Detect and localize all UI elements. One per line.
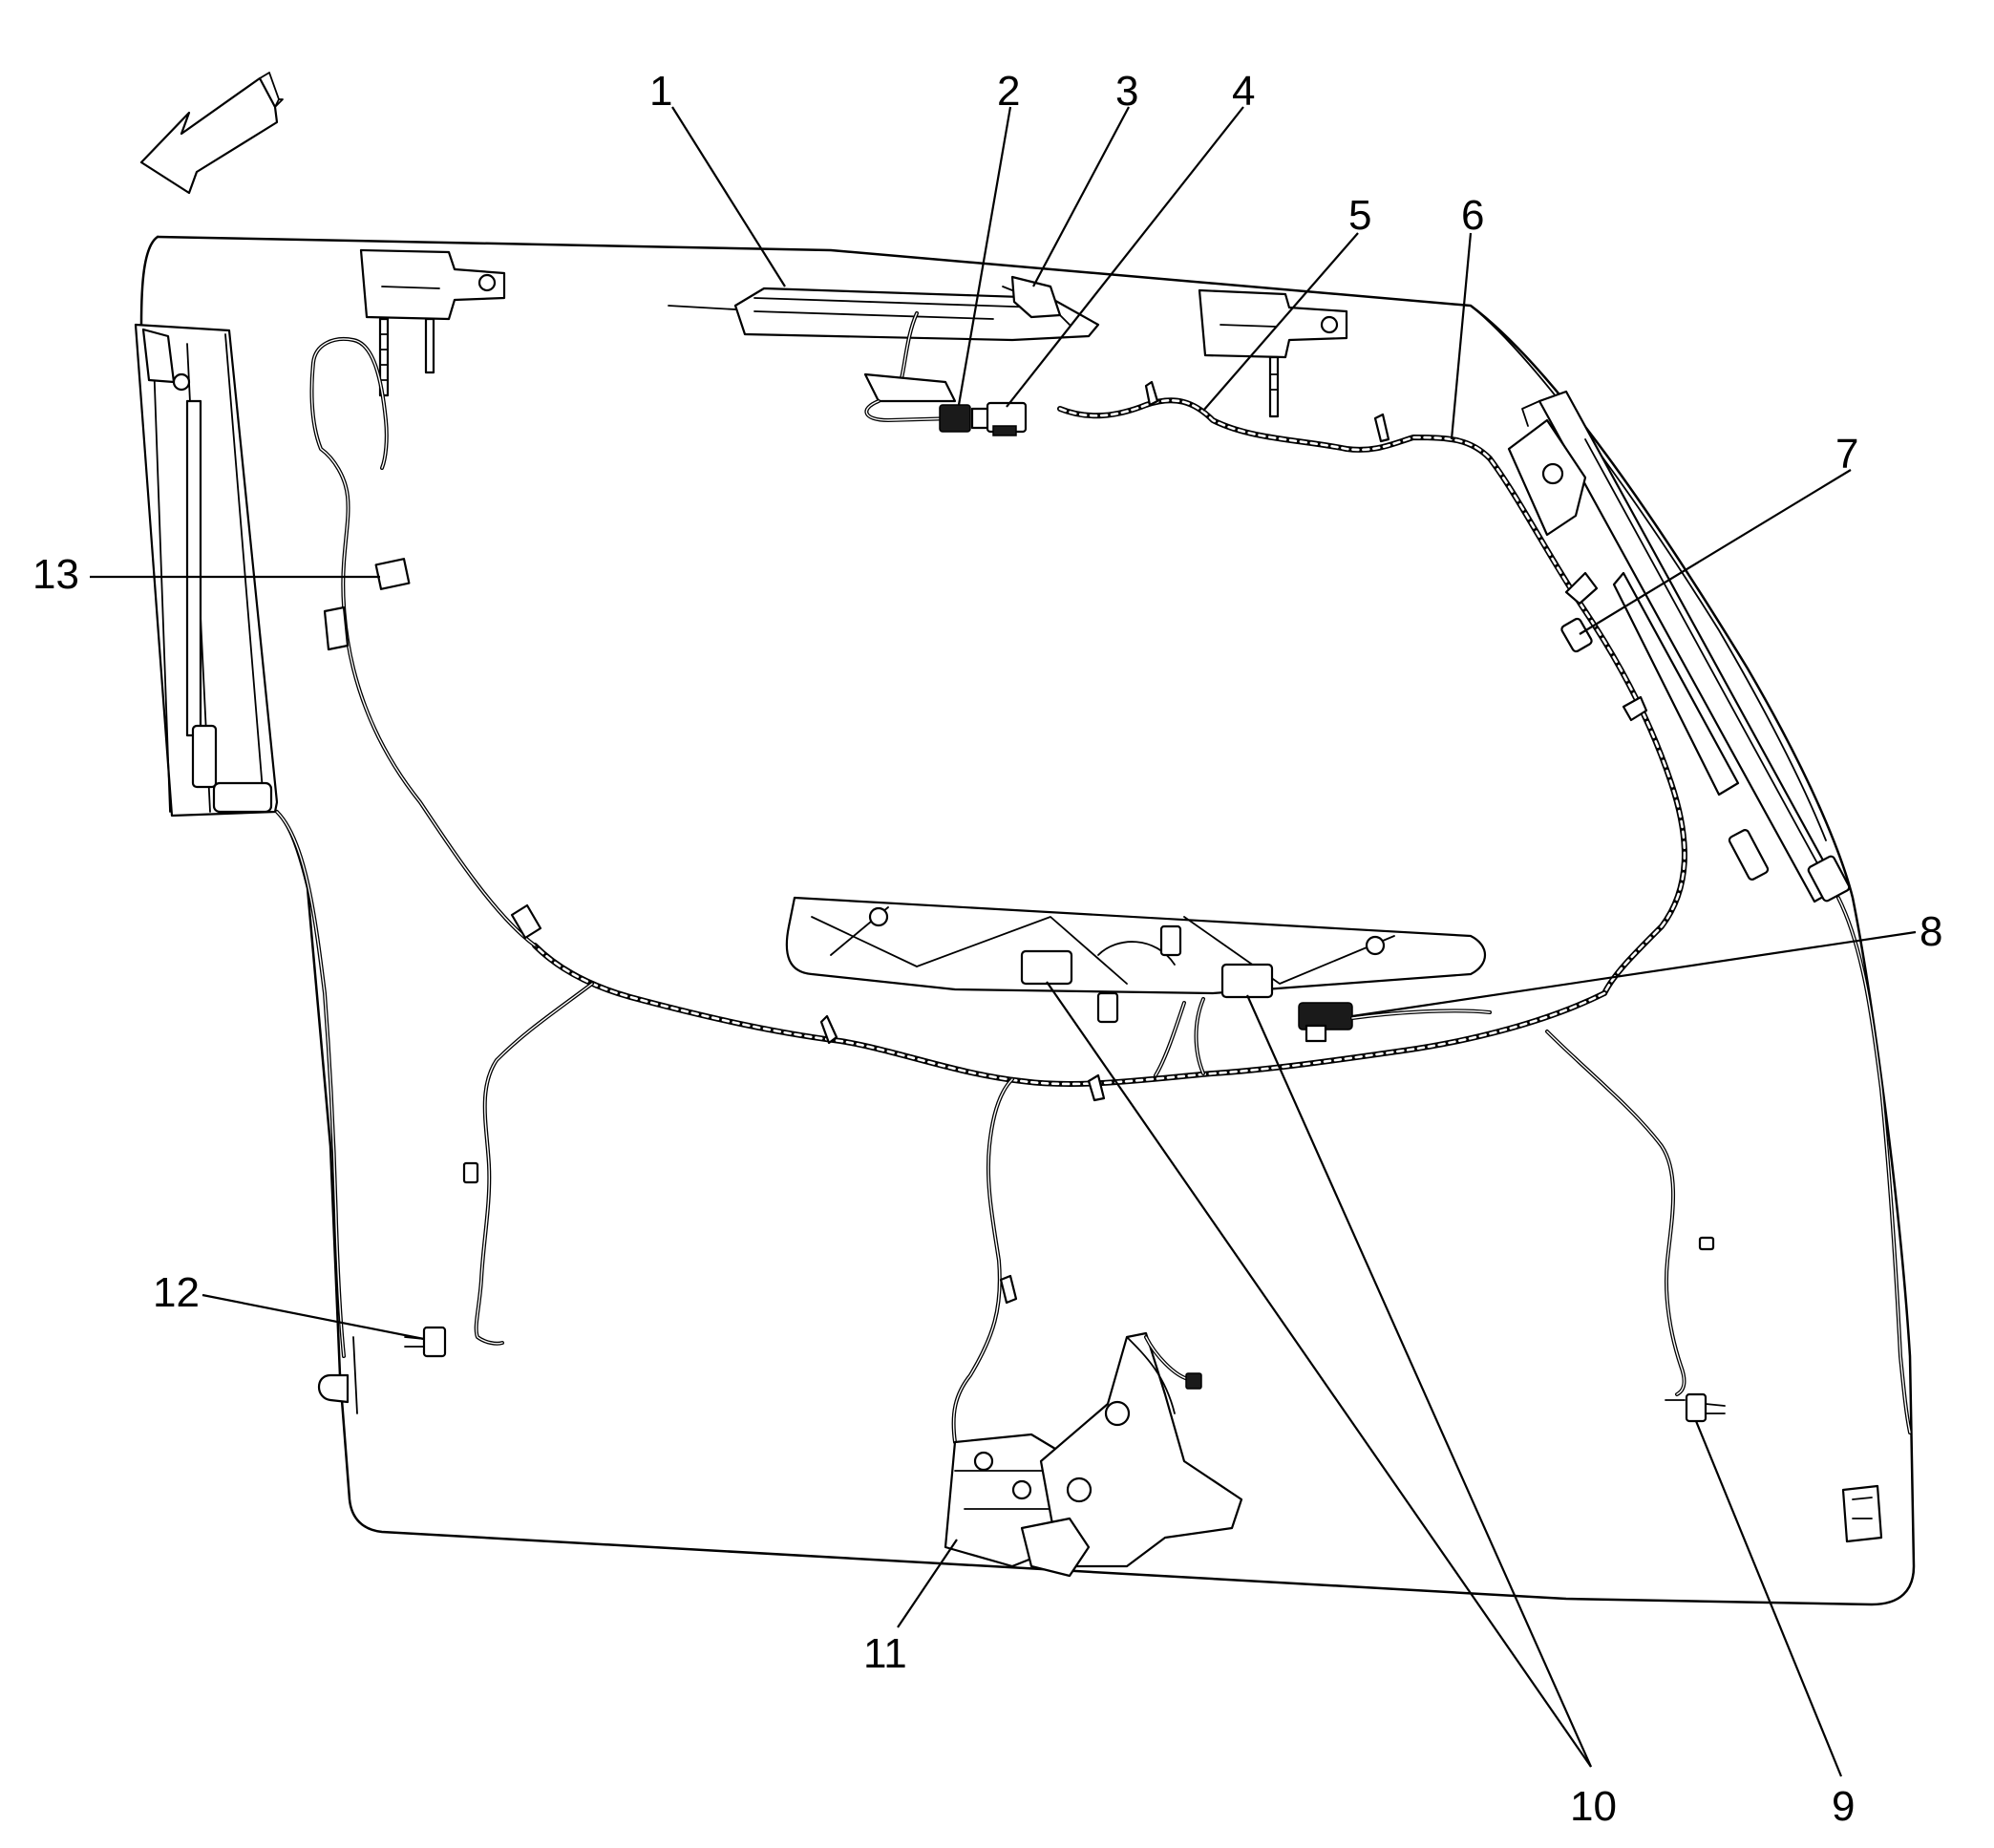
center-latch-cable (951, 1077, 1018, 1444)
left-outer-harness (275, 810, 346, 1358)
callout-1: 1 (649, 68, 672, 115)
stoplamp-harness-connectors (863, 275, 1062, 436)
connector-12 (422, 1326, 447, 1358)
callout-10: 10 (1570, 1783, 1617, 1830)
connector-9 (1685, 1392, 1708, 1423)
lower-inner-panel-module (785, 896, 1486, 1024)
callout-labels: 1 2 3 4 5 6 7 8 9 10 11 12 13 (32, 68, 1942, 1830)
connector-2 (939, 404, 971, 433)
callout-5: 5 (1348, 192, 1371, 239)
callout-8: 8 (1920, 908, 1942, 955)
left-cable-loop (309, 337, 542, 947)
left-strut-rail (134, 323, 279, 818)
connector-3 (1010, 275, 1062, 319)
connector-13 (374, 558, 411, 590)
lower-wiring-harness (532, 943, 1607, 1102)
left-hinge-bracket (359, 248, 506, 397)
right-outer-harness (1836, 896, 1912, 1543)
left-lower-cable (317, 982, 594, 1414)
harness-clip-7 (1560, 617, 1593, 653)
upper-wiring-harness (1057, 380, 1687, 996)
front-direction-arrow-icon (139, 72, 284, 195)
callout-2: 2 (997, 68, 1020, 115)
callout-13: 13 (32, 551, 79, 598)
right-lower-cable (1545, 1030, 1726, 1423)
callout-12: 12 (153, 1269, 200, 1316)
callout-3: 3 (1115, 68, 1138, 115)
callout-4: 4 (1232, 68, 1255, 115)
liftgate-latch-assembly (944, 1331, 1243, 1578)
callout-9: 9 (1832, 1783, 1855, 1830)
callout-11: 11 (863, 1630, 907, 1677)
callout-6: 6 (1461, 192, 1484, 239)
right-hinge-bracket (1198, 288, 1348, 418)
right-strut-rail (1507, 390, 1851, 903)
callout-leader-lines (90, 106, 1917, 1777)
callout-7: 7 (1835, 431, 1858, 478)
